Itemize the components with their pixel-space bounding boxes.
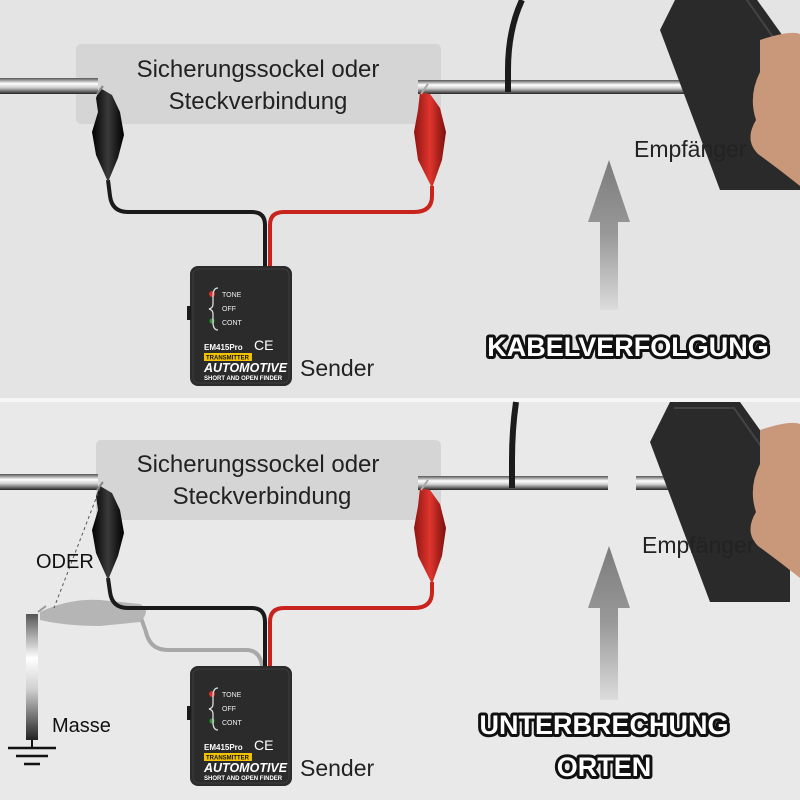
top-label-line1: Sicherungssockel oder [137,56,380,83]
top-red-wire [268,186,434,268]
bottom-device-subtitle: SHORT AND OPEN FINDER [204,776,283,782]
top-device-badge [204,353,252,361]
bottom-switch-off: OFF [222,706,236,713]
bottom-switch-tone: TONE [222,692,242,699]
bottom-label-line2: Steckverbindung [173,483,352,510]
bottom-receiver-label: Empfänger [642,532,755,558]
top-device-badge-text: TRANSMITTER [206,356,250,362]
top-red-clip [414,83,446,188]
bottom-label-box [96,440,441,520]
ground-label: Masse [52,715,111,737]
oder-label: ODER [36,551,94,573]
top-label-box [76,44,441,124]
top-device-subtitle: SHORT AND OPEN FINDER [204,376,283,382]
bottom-black-wire [106,577,267,668]
top-switch-off: OFF [222,306,236,313]
bottom-gray-wire [138,614,264,667]
bottom-device-badge-text: TRANSMITTER [206,756,250,762]
top-transmitter-device: TONE OFF CONT EM415Pro CE TRANSMITTER AU… [186,265,293,387]
panel-divider [0,398,800,402]
bottom-switch-cont: CONT [222,720,243,727]
bottom-device-badge [204,753,252,761]
ground-symbol-icon [8,740,56,766]
bottom-transmitter-device: TONE OFF CONT EM415Pro CE TRANSMITTER AU… [186,665,293,787]
top-label-line2: Steckverbindung [169,88,348,115]
bottom-caption-line1: UNTERBRECHUNG [480,710,729,740]
top-panel: Sicherungssockel oder Steckverbindung AU… [0,0,800,387]
bottom-up-arrow-icon [588,546,630,700]
bottom-device-ce: CE [254,737,273,753]
top-receiver-gooseneck [505,0,525,92]
top-switch-cont: CONT [222,320,243,327]
top-caption: KABELVERFOLGUNG [487,332,769,362]
top-receiver-probe: AU [659,0,800,191]
bottom-black-clip [92,481,124,580]
bottom-device-brand: AUTOMOTIVE [203,761,288,775]
ground-rod [26,614,38,740]
top-hand [750,32,800,186]
bottom-sender-label: Sender [300,755,375,781]
bottom-receiver-probe: AU [649,401,800,603]
top-cable-left [0,78,98,94]
top-device-ce: CE [254,337,273,353]
bottom-panel: Sicherungssockel oder Steckverbindung [0,401,800,787]
top-device-brand: AUTOMOTIVE [203,361,288,375]
top-black-wire [106,179,267,268]
bottom-receiver-gooseneck [509,401,519,488]
bottom-red-wire [268,582,434,668]
top-cable-right [418,80,718,94]
bottom-red-clip [414,479,446,584]
bottom-label-line1: Sicherungssockel oder [137,451,380,478]
top-up-arrow-icon [588,160,630,310]
top-switch-tone: TONE [222,292,242,299]
top-sender-label: Sender [300,355,375,381]
top-device-model: EM415Pro [204,343,243,352]
top-black-clip [92,85,124,182]
bottom-cable-left [0,474,98,490]
bottom-device-model: EM415Pro [204,743,243,752]
bottom-hand [750,422,800,578]
top-receiver-label: Empfänger [634,136,747,162]
bottom-caption-line2: ORTEN [557,752,652,782]
